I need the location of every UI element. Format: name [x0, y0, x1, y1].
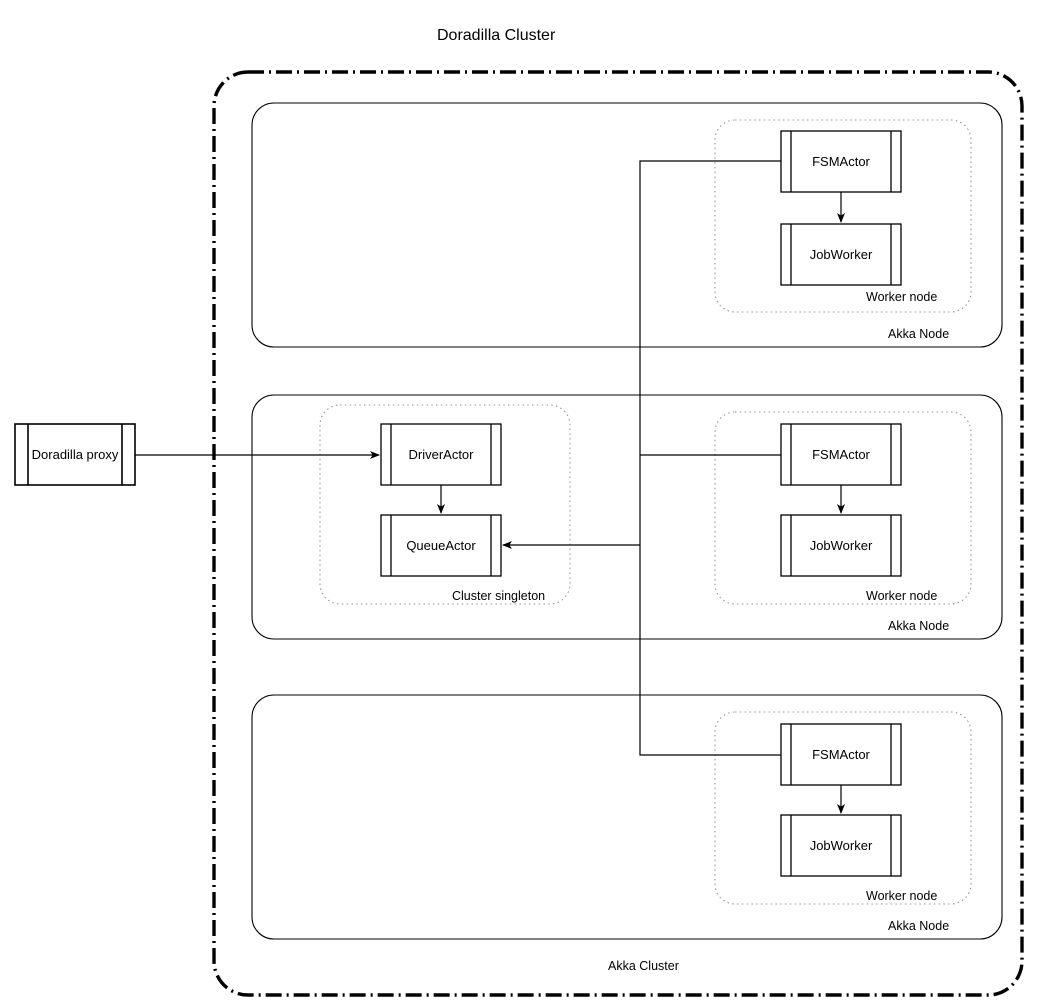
connector-fsm-trunk-to-queue [639, 160, 781, 756]
label-fsmactor-2: FSMActor [812, 447, 870, 462]
label-akka-cluster: Akka Cluster [608, 959, 679, 973]
akka-node-2 [251, 394, 1003, 640]
worker-node-region-3 [714, 711, 972, 905]
label-doradilla-proxy: Doradilla proxy [31, 447, 119, 462]
component-fsmactor-2 [780, 423, 902, 486]
label-akka-node-2: Akka Node [888, 619, 950, 633]
akka-node-3 [251, 694, 1003, 940]
label-fsmactor-1: FSMActor [812, 154, 870, 169]
component-jobworker-3 [780, 814, 902, 877]
component-jobworker-1 [780, 223, 902, 286]
label-jobworker-1: JobWorker [809, 247, 873, 262]
component-queueactor [380, 514, 502, 577]
component-jobworker-2 [780, 514, 902, 577]
page-title: Doradilla Cluster [437, 27, 556, 44]
akka-node-1 [251, 102, 1003, 348]
label-worker-node-2: Worker node [866, 589, 938, 603]
worker-node-region-1 [714, 119, 972, 313]
label-cluster-singleton: Cluster singleton [452, 589, 546, 603]
label-akka-node-1: Akka Node [888, 327, 950, 341]
label-worker-node-1: Worker node [866, 290, 938, 304]
label-fsmactor-3: FSMActor [812, 747, 870, 762]
akka-cluster-boundary [212, 70, 1024, 997]
label-akka-node-3: Akka Node [888, 919, 950, 933]
label-jobworker-2: JobWorker [809, 538, 873, 553]
label-worker-node-3: Worker node [866, 889, 938, 903]
component-fsmactor-1 [780, 130, 902, 193]
component-fsmactor-3 [780, 723, 902, 786]
label-queueactor: QueueActor [406, 538, 476, 553]
label-jobworker-3: JobWorker [809, 838, 873, 853]
worker-node-region-2 [714, 411, 972, 605]
label-driveractor: DriverActor [408, 447, 474, 462]
